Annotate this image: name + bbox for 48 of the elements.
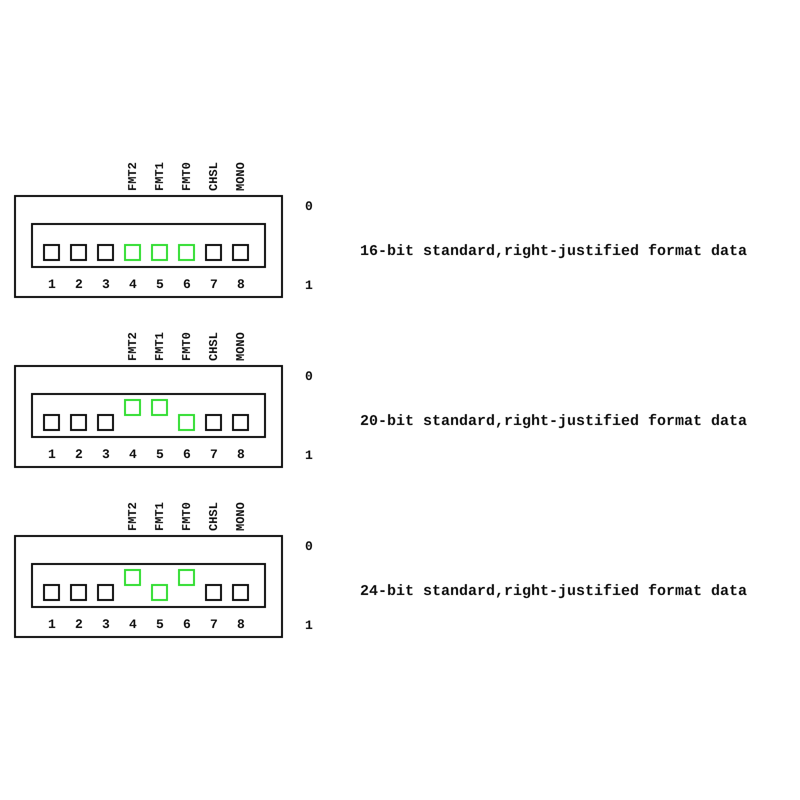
switch-number: 1 — [48, 448, 56, 462]
switch-number: 3 — [102, 448, 110, 462]
switch-number: 8 — [237, 278, 245, 292]
pin-label: FMT2 — [126, 332, 140, 361]
pin-label: MONO — [234, 162, 248, 191]
description-text: 16-bit standard,right-justified format data — [360, 245, 748, 259]
switch-number: 7 — [210, 448, 218, 462]
state-label: 1 — [305, 619, 313, 633]
switch-number: 6 — [183, 448, 191, 462]
state-label: 1 — [305, 279, 313, 293]
switch-number: 7 — [210, 618, 218, 632]
switch-number: 5 — [156, 618, 164, 632]
pin-label: CHSL — [207, 332, 221, 361]
state-label: 0 — [305, 200, 313, 214]
switch-number: 3 — [102, 278, 110, 292]
switch-number: 4 — [129, 278, 137, 292]
pin-label: CHSL — [207, 162, 221, 191]
state-label: 1 — [305, 449, 313, 463]
pin-label: FMT0 — [180, 332, 194, 361]
state-label: 0 — [305, 540, 313, 554]
switch-number: 3 — [102, 618, 110, 632]
pin-label: FMT1 — [153, 502, 167, 531]
pin-label: FMT0 — [180, 502, 194, 531]
description-text: 20-bit standard,right-justified format data — [360, 415, 748, 429]
pin-label: FMT2 — [126, 162, 140, 191]
pin-label: FMT1 — [153, 162, 167, 191]
switch-number: 5 — [156, 448, 164, 462]
switch-number: 1 — [48, 278, 56, 292]
switch-number: 7 — [210, 278, 218, 292]
switch-number: 6 — [183, 618, 191, 632]
pin-label: FMT0 — [180, 162, 194, 191]
pin-label: MONO — [234, 502, 248, 531]
switch-number: 8 — [237, 448, 245, 462]
switch-number: 6 — [183, 278, 191, 292]
pin-label: FMT2 — [126, 502, 140, 531]
switch-number: 2 — [75, 278, 83, 292]
pin-label: CHSL — [207, 502, 221, 531]
description-text: 24-bit standard,right-justified format data — [360, 585, 748, 599]
switch-number: 4 — [129, 448, 137, 462]
state-label: 0 — [305, 370, 313, 384]
switch-number: 2 — [75, 448, 83, 462]
switch-number: 8 — [237, 618, 245, 632]
switch-number: 5 — [156, 278, 164, 292]
pin-label: MONO — [234, 332, 248, 361]
switch-number: 2 — [75, 618, 83, 632]
pin-label: FMT1 — [153, 332, 167, 361]
switch-number: 1 — [48, 618, 56, 632]
switch-number: 4 — [129, 618, 137, 632]
